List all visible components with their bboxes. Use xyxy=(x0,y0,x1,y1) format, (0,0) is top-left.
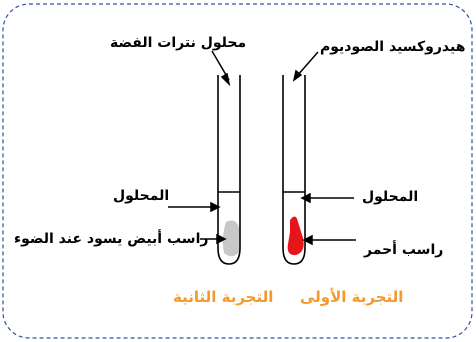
arrow-precipitate-2 xyxy=(200,233,227,245)
arrow-reagent-2 xyxy=(211,50,231,87)
arrow-solution-2 xyxy=(168,201,221,213)
caption-experiment-2: التجربة الثانية xyxy=(173,288,274,306)
red-precipitate xyxy=(287,216,304,256)
precipitate-label-1: راسب أحمر xyxy=(364,242,444,258)
caption-experiment-1: التجربة الأولى xyxy=(300,288,404,306)
white-precipitate xyxy=(222,220,239,257)
dashed-frame xyxy=(2,3,473,339)
arrow-precipitate-1 xyxy=(302,234,356,246)
test-tube-experiment-2 xyxy=(217,75,241,265)
reagent-label-2: محلول نترات الفضة xyxy=(110,35,247,51)
arrow-solution-1 xyxy=(300,192,354,204)
solution-label-2: المحلول xyxy=(113,188,170,204)
precipitate-label-2: راسب أبيض يسود عند الضوء xyxy=(14,231,209,247)
arrow-reagent-1 xyxy=(292,51,319,82)
test-tube-experiment-1 xyxy=(282,75,306,265)
solution-label-1: المحلول xyxy=(362,189,419,205)
reagent-label-1: هيدروكسيد الصوديوم xyxy=(320,39,466,55)
